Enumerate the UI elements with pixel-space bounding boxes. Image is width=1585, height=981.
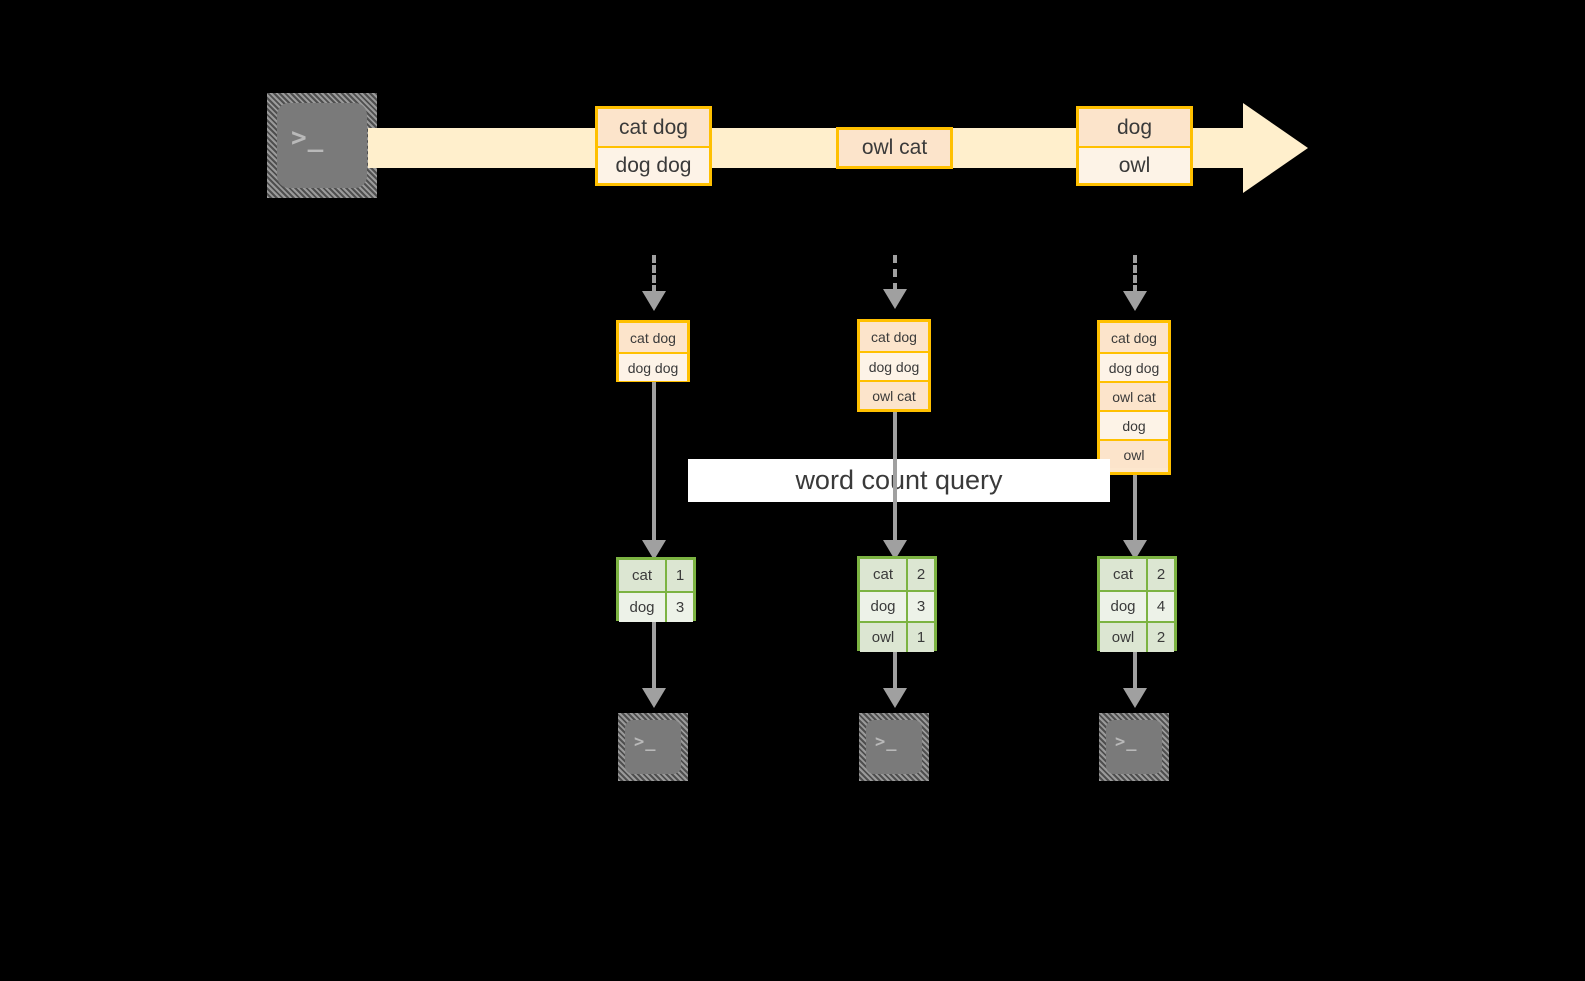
snapshot-record: cat dog: [1100, 323, 1168, 352]
result-value: 3: [906, 592, 934, 621]
terminal-body: >_: [866, 720, 922, 774]
stream-record: dog: [1079, 109, 1190, 146]
result-key: cat: [1100, 559, 1146, 590]
stream-group-3: dog owl: [1076, 106, 1193, 186]
result-key: dog: [860, 592, 906, 621]
source-terminal-icon: >_: [267, 93, 377, 198]
result-value: 1: [665, 560, 693, 591]
stream-to-snapshot-arrowhead: [642, 291, 666, 311]
sink-terminal-icon-column-3: >_: [1099, 713, 1169, 781]
result-to-sink-arrowhead: [883, 688, 907, 708]
stream-record: owl: [1079, 146, 1190, 183]
stream-group-2: owl cat: [836, 127, 953, 169]
result-key: cat: [619, 560, 665, 591]
terminal-prompt-glyph: >_: [634, 732, 657, 752]
result-value: 2: [1146, 559, 1174, 590]
snapshot-record: owl cat: [1100, 381, 1168, 410]
stream-record: owl cat: [839, 130, 950, 166]
result-value: 3: [665, 593, 693, 622]
result-to-sink-connector: [652, 620, 656, 690]
result-row: cat 1: [619, 560, 693, 591]
result-key: cat: [860, 559, 906, 590]
snapshot-to-result-connector: [1133, 474, 1137, 542]
stream-to-snapshot-connector: [652, 255, 656, 293]
snapshot-to-result-connector: [652, 382, 656, 542]
result-key: owl: [1100, 623, 1146, 652]
sink-terminal-icon-column-2: >_: [859, 713, 929, 781]
result-value: 2: [1146, 623, 1174, 652]
snapshot-to-result-arrowhead: [642, 540, 666, 560]
snapshot-record: cat dog: [860, 322, 928, 351]
snapshot-record: owl cat: [860, 380, 928, 409]
result-table-column-3: cat 2 dog 4 owl 2: [1097, 556, 1177, 652]
query-label-text: word count query: [795, 465, 1003, 495]
result-row: dog 3: [860, 590, 934, 621]
result-to-sink-connector: [1133, 650, 1137, 690]
result-key: dog: [1100, 592, 1146, 621]
result-value: 4: [1146, 592, 1174, 621]
snapshot-box-column-3: cat dog dog dog owl cat dog owl: [1097, 320, 1171, 475]
result-to-sink-connector: [893, 650, 897, 690]
stream-record: dog dog: [598, 146, 709, 183]
result-row: cat 2: [860, 559, 934, 590]
result-to-sink-arrowhead: [1123, 688, 1147, 708]
query-label: word count query: [688, 459, 1110, 502]
result-value: 1: [906, 623, 934, 652]
result-table-column-1: cat 1 dog 3: [616, 557, 696, 622]
snapshot-box-column-2: cat dog dog dog owl cat: [857, 319, 931, 412]
terminal-body: >_: [625, 720, 681, 774]
snapshot-to-result-connector-overlay: [893, 459, 897, 502]
result-row: cat 2: [1100, 559, 1174, 590]
terminal-body: >_: [1106, 720, 1162, 774]
result-row: dog 4: [1100, 590, 1174, 621]
stream-record: cat dog: [598, 109, 709, 146]
terminal-prompt-glyph: >_: [875, 732, 898, 752]
result-to-sink-arrowhead: [642, 688, 666, 708]
terminal-body: >_: [277, 103, 367, 188]
result-table-column-2: cat 2 dog 3 owl 1: [857, 556, 937, 652]
result-value: 2: [906, 559, 934, 590]
snapshot-record: dog: [1100, 410, 1168, 439]
terminal-prompt-glyph: >_: [1115, 732, 1138, 752]
stream-group-1: cat dog dog dog: [595, 106, 712, 186]
result-row: owl 1: [860, 621, 934, 652]
snapshot-to-result-arrowhead: [1123, 540, 1147, 560]
snapshot-box-column-1: cat dog dog dog: [616, 320, 690, 382]
snapshot-record: cat dog: [619, 323, 687, 352]
result-row: dog 3: [619, 591, 693, 622]
result-key: owl: [860, 623, 906, 652]
snapshot-record: owl: [1100, 439, 1168, 468]
sink-terminal-icon-column-1: >_: [618, 713, 688, 781]
terminal-prompt-glyph: >_: [291, 123, 325, 153]
stream-to-snapshot-arrowhead: [1123, 291, 1147, 311]
snapshot-to-result-arrowhead: [883, 540, 907, 560]
stream-to-snapshot-connector: [893, 255, 897, 291]
result-row: owl 2: [1100, 621, 1174, 652]
result-key: dog: [619, 593, 665, 622]
snapshot-record: dog dog: [1100, 352, 1168, 381]
snapshot-record: dog dog: [619, 352, 687, 381]
stream-to-snapshot-arrowhead: [883, 289, 907, 309]
stream-to-snapshot-connector: [1133, 255, 1137, 293]
snapshot-record: dog dog: [860, 351, 928, 380]
